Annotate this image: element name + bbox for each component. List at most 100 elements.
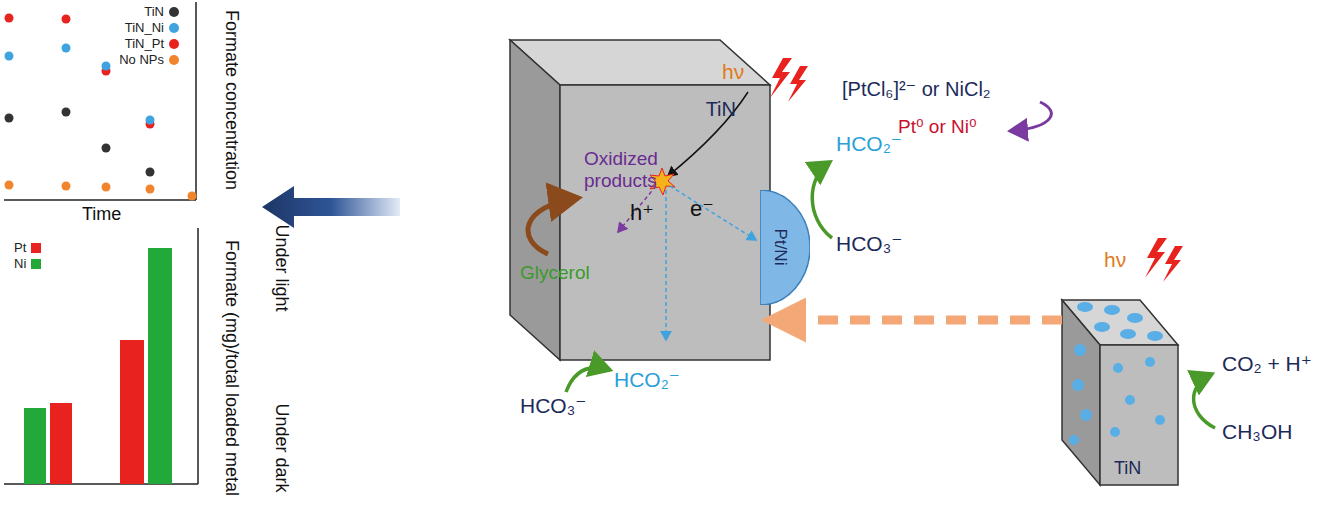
species-label: HCO₂⁻: [836, 132, 902, 156]
legend-entry: Pt: [14, 240, 41, 255]
electron-path: [670, 186, 756, 240]
drawing-part: [146, 168, 155, 177]
drawing-part: [5, 114, 14, 123]
light-label: hν: [1104, 248, 1126, 272]
hole-path: [618, 186, 656, 232]
species-label: HCO₃⁻: [836, 232, 902, 256]
drawing-part: [148, 248, 172, 484]
drawing-part: [1127, 313, 1143, 323]
drawing-part: [62, 44, 71, 53]
reduction-arrow: [1010, 102, 1051, 131]
light-bolt: [770, 58, 808, 102]
product-label: CO₂ + H⁺: [1222, 352, 1312, 376]
precursor-label: [PtCl₆]²⁻ or NiCl₂: [842, 78, 991, 101]
drawing-part: [1104, 305, 1120, 315]
drawing-part: [146, 116, 155, 125]
light-bolt: [1145, 238, 1183, 282]
drawing-part: [1145, 357, 1155, 367]
node-label: Pt/Ni: [770, 229, 790, 266]
legend-text: Ni: [14, 256, 26, 271]
drawing-part: [788, 66, 808, 102]
bar-chart: [4, 228, 198, 484]
electron-path: [665, 190, 667, 340]
category-label: Under dark: [272, 403, 293, 492]
legend-text: TiN: [118, 4, 164, 19]
axis-title: Formate (mg)/total loaded metal: [222, 240, 243, 496]
drawing-part: [5, 181, 14, 190]
drawing-part: [146, 185, 155, 194]
oxidation-arrow: [1194, 374, 1215, 428]
drawing-part: [102, 183, 111, 192]
axis-title: Formate concentration: [222, 10, 243, 190]
tin-cube-node: TiN: [1062, 300, 1178, 485]
drawing-part: [560, 85, 770, 360]
metal-label: Pt⁰ or Ni⁰: [898, 116, 977, 138]
drawing-part: [102, 62, 111, 71]
reactant-label: CH₃OH: [1222, 420, 1292, 444]
drawing-part: [62, 15, 71, 24]
reduction-arrow: [566, 368, 610, 392]
legend-text: No NPs: [118, 52, 164, 67]
drawing-part: [5, 108, 155, 177]
drawing-part: [195, 2, 197, 200]
drawing-part: [4, 199, 196, 201]
drawing-part: [1069, 302, 1165, 445]
category-label: Under light: [272, 224, 293, 311]
legend-text: TiN_Pt: [118, 36, 164, 51]
legend-entry: TiN_Pt: [118, 36, 179, 51]
legend-text: Pt: [14, 240, 26, 255]
legend-swatch: [31, 243, 41, 253]
reactant-label: Glycerol: [520, 262, 590, 284]
species-label: HCO₃⁻: [520, 394, 586, 418]
drawing-part: [1147, 331, 1163, 341]
drawing-part: [5, 14, 14, 23]
drawing-part: [5, 52, 14, 61]
drawing-part: [197, 228, 199, 484]
legend-entry: No NPs: [118, 52, 179, 67]
drawing-part: [1125, 395, 1135, 405]
drawing-part: [1163, 246, 1183, 282]
charge-label: e⁻: [690, 196, 714, 221]
legend-text: TiN_Ni: [118, 20, 164, 35]
light-label: hν: [722, 60, 744, 84]
drawing-part: [1155, 415, 1165, 425]
drawing-part: [1113, 363, 1123, 373]
process-arrow: [770, 316, 1062, 325]
legend-swatch: [169, 23, 179, 33]
legend-entry: TiN: [118, 4, 179, 19]
legend-swatch: [169, 7, 179, 17]
reduction-arrow: [812, 162, 832, 238]
node-label: TiN: [1114, 458, 1141, 479]
legend-swatch: [31, 259, 41, 269]
legend-entry: Ni: [14, 256, 41, 271]
drawing-part: [770, 58, 792, 98]
legend-swatch: [169, 39, 179, 49]
tin-cube: [510, 40, 770, 360]
scatter-chart: [4, 2, 197, 201]
drawing-part: [1074, 344, 1086, 356]
flow-arrow: [262, 186, 400, 228]
drawing-part: [50, 403, 72, 484]
node-label: TiN: [706, 98, 736, 121]
legend-swatch: [169, 55, 179, 65]
half-disk-shape: [760, 190, 810, 305]
drawing-part: [5, 181, 197, 201]
drawing-part: [1069, 435, 1079, 445]
product-label: Oxidized products: [584, 148, 694, 192]
axis-title: Time: [82, 204, 121, 225]
drawing-part: [510, 40, 560, 360]
charge-label: h⁺: [630, 200, 654, 225]
drawing-part: [1110, 427, 1120, 437]
drawing-part: [62, 108, 71, 117]
species-label: HCO₂⁻: [614, 368, 680, 392]
drawing-part: [188, 192, 197, 201]
drawing-part: [1080, 409, 1092, 421]
tin-cube-loading: [1062, 300, 1178, 485]
drawing-part: [24, 408, 46, 484]
drawing-part: [120, 340, 144, 484]
metal-nanoparticle: Pt/Ni: [760, 190, 810, 305]
drawing-part: [1094, 322, 1110, 332]
legend-entry: TiN_Ni: [118, 20, 179, 35]
